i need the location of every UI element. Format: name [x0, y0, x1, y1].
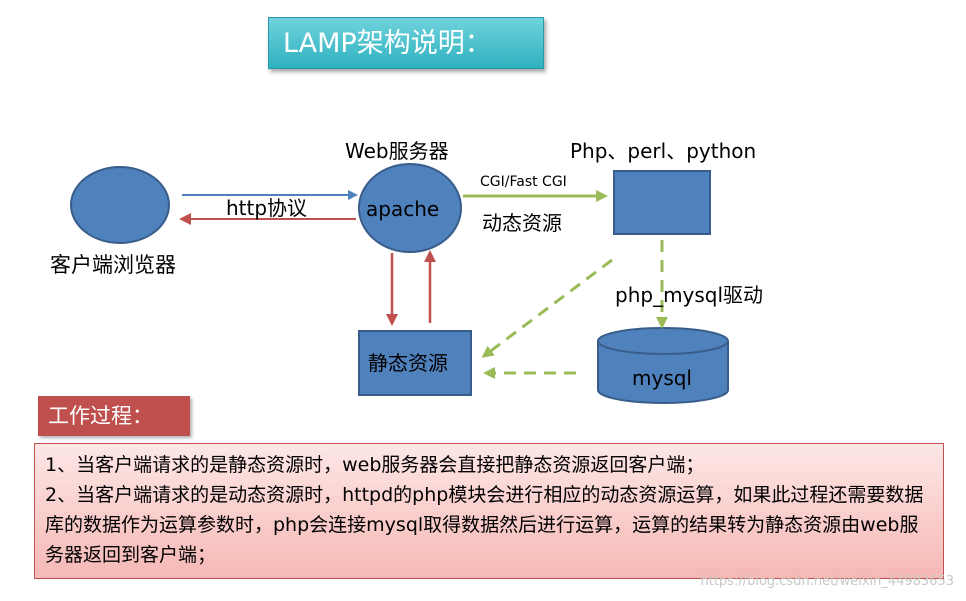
http-label: http协议 [226, 196, 307, 220]
mysql-label: mysql [632, 366, 692, 390]
work-process-title: 工作过程： [38, 396, 190, 436]
cgi-label: CGI/Fast CGI [480, 174, 567, 190]
work-step-dynamic: 2、当客户端请求的是动态资源时，httpd的php模块会进行相应的动态资源运算，… [45, 484, 924, 566]
client-node [70, 166, 170, 244]
mysql-node [597, 327, 729, 404]
apache-caption: Web服务器 [345, 139, 449, 163]
watermark: https://blog.csdn.net/weixin_44983653 [700, 574, 954, 589]
client-label: 客户端浏览器 [50, 253, 176, 277]
apache-node [358, 163, 462, 253]
work-step-static: 1、当客户端请求的是静态资源时，web服务器会直接把静态资源返回客户端； [45, 454, 705, 476]
dynamic-caption: Php、perl、python [570, 139, 756, 163]
page-title: LAMP架构说明： [268, 17, 544, 69]
apache-label: apache [366, 197, 439, 221]
static-label: 静态资源 [368, 351, 448, 375]
driver-label: php_mysql驱动 [615, 283, 763, 307]
dynamic-to-static-arrow [481, 258, 613, 358]
dynamic-resource-label: 动态资源 [482, 211, 562, 235]
static-node [358, 330, 472, 396]
dynamic-node [613, 170, 711, 235]
work-process-description: 1、当客户端请求的是静态资源时，web服务器会直接把静态资源返回客户端； 2、当… [34, 443, 944, 579]
